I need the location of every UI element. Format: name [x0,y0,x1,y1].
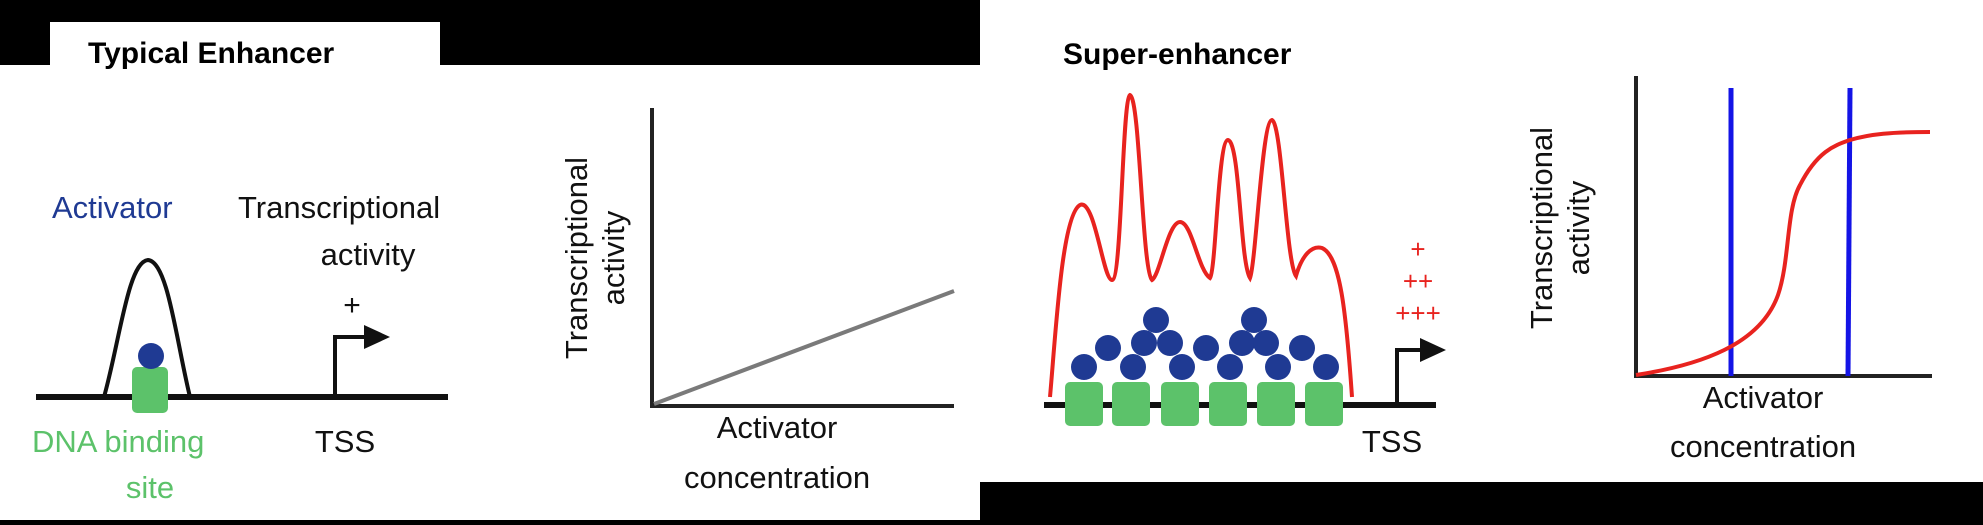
activator-molecule [1229,330,1255,356]
threshold-line-high [1845,87,1853,377]
activator-molecule [1253,330,1279,356]
activator-cluster [1071,307,1339,380]
linear-plot-x-label-line2: concentration [684,460,870,495]
activator-molecule [1265,354,1291,380]
typical-enhancer-title: Typical Enhancer [88,37,335,70]
binding-site [1257,382,1295,426]
activator-molecule [1193,335,1219,361]
activator-molecule [1095,335,1121,361]
switch-plot-x-label-line2: concentration [1670,429,1856,464]
activator-molecule [1313,354,1339,380]
activator-molecule [1217,354,1243,380]
tss-arrow-super [1395,348,1428,405]
activator-molecule [1169,354,1195,380]
activity-level-1: + [1410,234,1425,264]
binding-site [1209,382,1247,426]
linear-plot-y-label-line1: Transcriptional [559,157,594,359]
activator-molecule [1241,307,1267,333]
switch-plot-x-label-line1: Activator [1703,380,1824,415]
dna-binding-label-line1: DNA binding [32,424,204,459]
activator-molecule [1157,330,1183,356]
binding-site [1161,382,1199,426]
binding-site [1112,382,1150,426]
activator-molecule [1120,354,1146,380]
tss-arrowhead-typical [364,325,390,349]
activity-level-3: +++ [1395,298,1441,328]
super-enhancer-signal [1048,92,1354,398]
switch-plot-y-label-line1: Transcriptional [1524,127,1559,329]
tss-arrow-typical [333,335,372,397]
binding-site [1305,382,1343,426]
linear-plot-y-label-line2: activity [596,210,631,305]
tss-label-typical: TSS [315,424,375,459]
dna-binding-site [132,367,168,413]
activator-molecule [1131,330,1157,356]
sigmoidal-response-curve [1635,130,1931,377]
binding-site-cluster [1065,382,1343,426]
switch-response-plot: Transcriptional activity Activator conce… [1524,76,1932,464]
transcriptional-activity-label-line1: Transcriptional [238,190,440,225]
transcriptional-activity-label-line2: activity [321,237,416,272]
activator-molecule [1143,307,1169,333]
linear-plot-x-label-line1: Activator [717,410,838,445]
activity-level-plus: + [343,289,361,322]
activator-label: Activator [52,190,173,225]
enhancer-peak-signal [102,257,192,398]
activator-molecule [1071,354,1097,380]
dna-binding-label-line2: site [126,470,174,505]
activity-level-2: ++ [1403,266,1433,296]
tss-label-super: TSS [1362,424,1422,459]
left-panel [0,22,980,520]
activator-molecule [138,343,164,369]
binding-site [1065,382,1103,426]
tss-arrowhead-super [1420,338,1446,362]
switch-plot-y-label-line2: activity [1561,180,1596,275]
linear-response-curve [653,289,955,406]
super-enhancer-title: Super-enhancer [1063,38,1292,71]
linear-response-plot: Transcriptional activity Activator conce… [559,108,955,495]
activator-molecule [1289,335,1315,361]
